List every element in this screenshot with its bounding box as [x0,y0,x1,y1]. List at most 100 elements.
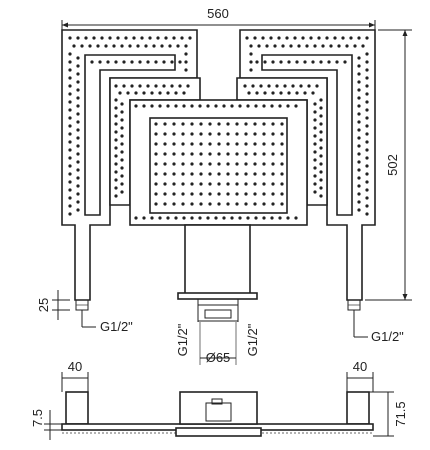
nozzle-dot [278,104,282,108]
nozzle-dot [172,36,176,40]
nozzle-dot [244,122,248,126]
stem-base-plate [177,292,258,300]
thread-label-right: G1/2" [371,329,404,344]
nozzle-dot [217,202,221,206]
nozzle-dot [291,84,295,88]
nozzle-dot [226,132,230,136]
nozzle-dot [68,156,72,160]
nozzle-dot [190,162,194,166]
nozzle-dot [365,60,369,64]
nozzle-dot [120,110,124,114]
nozzle-dot [283,84,287,88]
nozzle-dot [214,216,218,220]
nozzle-dot [172,192,176,196]
nozzle-dot [68,212,72,216]
nozzle-dot [313,134,317,138]
nozzle-dot [226,172,230,176]
nozzle-dot [76,64,80,68]
nozzle-dot [142,91,146,95]
nozzle-dot [208,172,212,176]
nozzle-dot [271,132,275,136]
nozzle-dot [365,116,369,120]
dimension-height-right: 502 [365,29,412,301]
nozzle-dot [287,60,291,64]
nozzle-dot [345,44,349,48]
nozzle-dot [130,84,134,88]
nozzle-dot [138,84,142,88]
nozzle-dot [152,44,156,48]
nozzle-dot [190,202,194,206]
nozzle-dot [357,56,361,60]
nozzle-dot [321,44,325,48]
nozzle-dot [190,216,194,220]
nozzle-dot [176,44,180,48]
nozzle-dot [180,36,184,40]
thread-right-callout: G1/2" [353,310,404,344]
nozzle-dot [120,150,124,154]
nozzle-dot [162,84,166,88]
nozzle-dot [217,172,221,176]
nozzle-dot [170,84,174,88]
nozzle-dot [154,132,158,136]
nozzle-dot [181,162,185,166]
nozzle-dot [162,60,166,64]
nozzle-dot [96,44,100,48]
nozzle-dot [199,182,203,186]
nozzle-dot [217,142,221,146]
nozzle-dot [243,84,247,88]
nozzle-dot [271,162,275,166]
nozzle-dot [313,44,317,48]
nozzle-dot [146,84,150,88]
nozzle-dot [114,138,118,142]
nozzle-dot [154,182,158,186]
nozzle-dot [262,142,266,146]
nozzle-dot [181,122,185,126]
nozzle-dot [244,192,248,196]
nozzle-dot [190,152,194,156]
nozzle-dot [114,60,118,64]
nozzle-dot [365,100,369,104]
nozzle-dot [226,182,230,186]
nozzle-dot [319,194,323,198]
nozzle-dot [329,44,333,48]
nozzle-dot [114,84,118,88]
nozzle-dot [319,114,323,118]
nozzle-dot [208,122,212,126]
nozzle-dot [365,76,369,80]
nozzle-dot [166,91,170,95]
nozzle-dot [199,162,203,166]
nozzle-dot [361,44,365,48]
nozzle-dot [317,36,321,40]
nozzle-dot [114,98,118,102]
dimension-label-40-left: 40 [68,359,82,374]
nozzle-dot [108,36,112,40]
nozzle-dot [68,124,72,128]
nozzle-dot [313,190,317,194]
nozzle-dot [269,36,273,40]
nozzle-dot [253,162,257,166]
nozzle-dot [68,52,72,56]
nozzle-dot [76,176,80,180]
nozzle-dot [271,60,275,64]
central-stem [184,224,251,296]
nozzle-dot [235,172,239,176]
nozzle-pattern [68,36,369,220]
nozzle-dot [138,60,142,64]
nozzle-dot [251,84,255,88]
nozzle-dot [319,60,323,64]
thread-label-center-left: G1/2" [175,323,190,356]
nozzle-dot [217,132,221,136]
nozzle-dot [365,212,369,216]
nozzle-dot [120,190,124,194]
nozzle-dot [136,44,140,48]
nozzle-dot [280,142,284,146]
nozzle-dot [190,104,194,108]
nozzle-dot [357,104,361,108]
side-view: 40 40 7.5 71.5 [30,359,408,440]
nozzle-dot [182,216,186,220]
nozzle-dot [275,84,279,88]
nozzle-dot [106,60,110,64]
nozzle-dot [172,142,176,146]
left-inlet [75,299,89,311]
nozzle-dot [365,164,369,168]
